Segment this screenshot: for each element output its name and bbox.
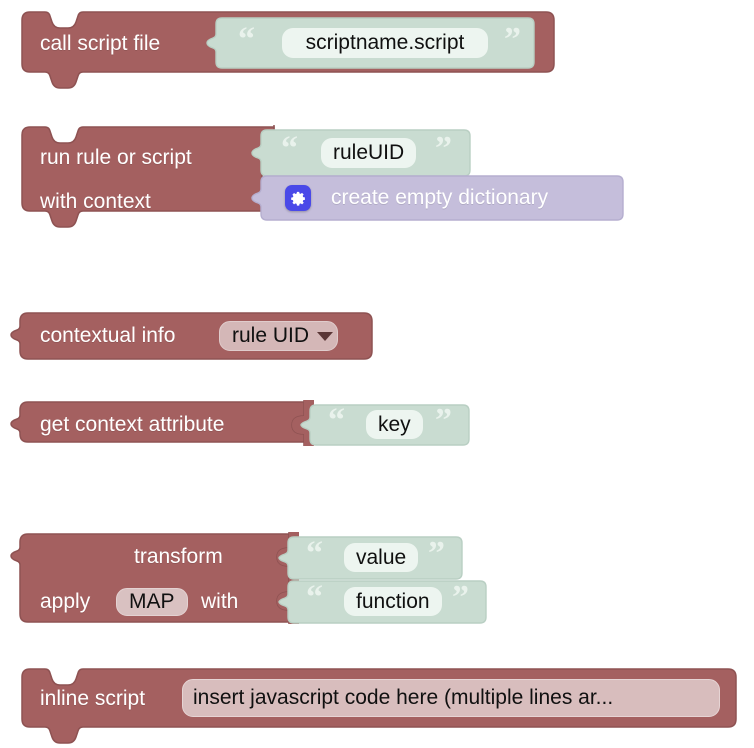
text-field-key[interactable]: key bbox=[366, 410, 423, 439]
open-quote-icon: “ bbox=[306, 579, 323, 616]
chevron-down-icon bbox=[317, 331, 334, 341]
dropdown-value: rule UID bbox=[232, 324, 310, 347]
block-contextual-info[interactable]: contextual info rule UID bbox=[10, 312, 373, 360]
text-field-ruleuid[interactable]: ruleUID bbox=[321, 138, 417, 168]
block-shape-run-rule-or-script bbox=[21, 125, 275, 228]
dropdown-field-map[interactable]: MAP bbox=[116, 588, 188, 616]
block-label-row2: with context bbox=[40, 190, 151, 213]
close-quote-icon: ” bbox=[452, 579, 469, 616]
block-label: contextual info bbox=[40, 324, 176, 347]
gear-icon[interactable] bbox=[285, 185, 311, 211]
dropdown-field-rule-uid[interactable]: rule UID bbox=[219, 321, 339, 351]
value-block-scriptname[interactable]: “ scriptname.script ” bbox=[206, 17, 535, 69]
block-shape-get-context-attribute bbox=[10, 400, 314, 446]
text-field-function[interactable]: function bbox=[344, 587, 442, 616]
open-quote-icon: “ bbox=[238, 21, 255, 58]
value-block-key[interactable]: “ key ” bbox=[300, 402, 470, 446]
open-quote-icon: “ bbox=[328, 402, 345, 439]
block-transform[interactable]: transform apply MAP with bbox=[10, 532, 299, 626]
block-get-context-attribute[interactable]: get context attribute “ key ” bbox=[10, 400, 470, 448]
value-block-create-empty-dictionary[interactable]: create empty dictionary bbox=[251, 175, 624, 221]
block-inline-script[interactable]: inline script insert javascript code her… bbox=[21, 668, 744, 744]
block-label-with: with bbox=[201, 590, 239, 613]
block-label: call script file bbox=[40, 32, 161, 55]
value-label-create-empty-dictionary: create empty dictionary bbox=[331, 186, 549, 209]
close-quote-icon: ” bbox=[428, 535, 445, 572]
close-quote-icon: ” bbox=[504, 21, 521, 58]
code-text-field[interactable]: insert javascript code here (multiple li… bbox=[182, 679, 720, 717]
value-block-value[interactable]: “ value ” bbox=[278, 535, 463, 580]
open-quote-icon: “ bbox=[306, 535, 323, 572]
block-call-script-file[interactable]: call script file “ scriptname.script ” bbox=[21, 11, 562, 89]
close-quote-icon: ” bbox=[435, 130, 452, 167]
open-quote-icon: “ bbox=[281, 130, 298, 167]
text-field-scriptname[interactable]: scriptname.script bbox=[282, 28, 488, 58]
gear-icon-glyph bbox=[290, 191, 305, 206]
block-run-rule-or-script[interactable]: run rule or script with context bbox=[21, 125, 282, 231]
block-label-row1: run rule or script bbox=[40, 146, 192, 169]
block-label-apply: apply bbox=[40, 590, 91, 613]
block-label-transform: transform bbox=[134, 545, 223, 568]
close-quote-icon: ” bbox=[435, 402, 452, 439]
text-field-value[interactable]: value bbox=[344, 543, 419, 572]
value-block-ruleuid[interactable]: “ ruleUID ” bbox=[251, 129, 471, 177]
value-block-shape bbox=[251, 175, 624, 221]
block-label: get context attribute bbox=[40, 413, 225, 436]
block-label: inline script bbox=[40, 687, 146, 710]
value-block-function[interactable]: “ function ” bbox=[278, 579, 487, 624]
